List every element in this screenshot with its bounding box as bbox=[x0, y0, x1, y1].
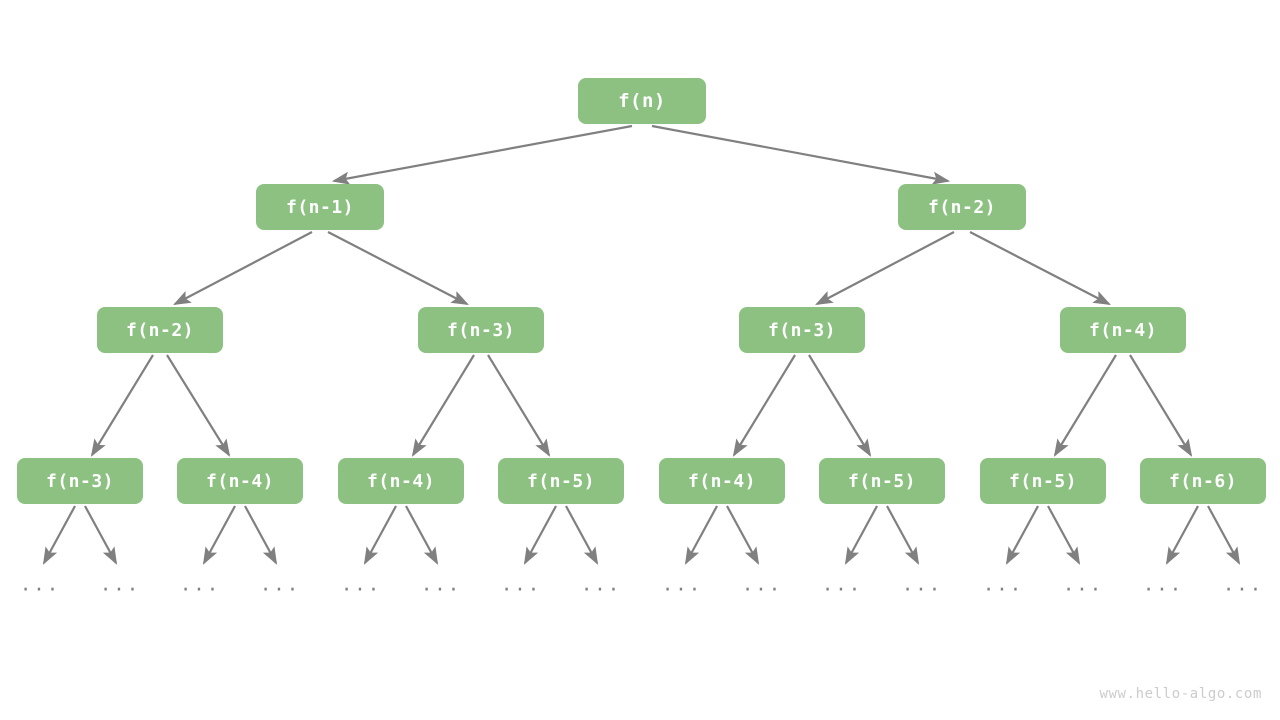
tree-edge bbox=[1005, 505, 1039, 565]
ellipsis-marker: ... bbox=[580, 573, 622, 596]
tree-edge bbox=[808, 354, 872, 457]
tree-edge bbox=[815, 231, 955, 306]
ellipsis-marker: ... bbox=[259, 573, 301, 596]
ellipsis-marker: ... bbox=[340, 573, 382, 596]
tree-edge bbox=[565, 505, 599, 565]
tree-edge bbox=[651, 124, 951, 185]
tree-edge bbox=[732, 354, 796, 457]
tree-node[interactable]: f(n-6) bbox=[1140, 458, 1266, 504]
tree-edge bbox=[84, 505, 118, 565]
ellipsis-marker: ... bbox=[179, 573, 221, 596]
ellipsis-marker: ... bbox=[901, 573, 943, 596]
tree-node[interactable]: f(n-4) bbox=[177, 458, 303, 504]
ellipsis-marker: ... bbox=[19, 573, 61, 596]
tree-node[interactable]: f(n-1) bbox=[256, 184, 384, 230]
tree-edge bbox=[487, 354, 551, 457]
tree-edge bbox=[42, 505, 76, 565]
tree-node[interactable]: f(n-3) bbox=[739, 307, 865, 353]
edges-group bbox=[42, 124, 1241, 565]
tree-node[interactable]: f(n-3) bbox=[418, 307, 544, 353]
tree-edge bbox=[90, 354, 154, 457]
tree-edge bbox=[1053, 354, 1117, 457]
tree-edge bbox=[327, 231, 469, 306]
tree-edge bbox=[1129, 354, 1193, 457]
ellipsis-marker: ... bbox=[741, 573, 783, 596]
tree-edge bbox=[166, 354, 231, 457]
tree-node[interactable]: f(n-5) bbox=[819, 458, 945, 504]
tree-edge bbox=[202, 505, 236, 565]
ellipsis-marker: ... bbox=[1222, 573, 1264, 596]
tree-edge bbox=[244, 505, 278, 565]
tree-node[interactable]: f(n-5) bbox=[980, 458, 1106, 504]
tree-edge bbox=[1207, 505, 1241, 565]
tree-node[interactable]: f(n-3) bbox=[17, 458, 143, 504]
tree-edge bbox=[844, 505, 878, 565]
tree-edge bbox=[969, 231, 1111, 306]
tree-edge bbox=[523, 505, 557, 565]
ellipsis-marker: ... bbox=[420, 573, 462, 596]
tree-edge bbox=[173, 231, 313, 306]
tree-edge bbox=[405, 505, 439, 565]
ellipsis-marker: ... bbox=[821, 573, 863, 596]
tree-edge bbox=[331, 124, 633, 185]
ellipsis-marker: ... bbox=[1142, 573, 1184, 596]
tree-node[interactable]: f(n-2) bbox=[97, 307, 223, 353]
watermark: www.hello-algo.com bbox=[1099, 686, 1262, 702]
tree-node[interactable]: f(n) bbox=[578, 78, 706, 124]
tree-node[interactable]: f(n-2) bbox=[898, 184, 1026, 230]
ellipsis-marker: ... bbox=[982, 573, 1024, 596]
ellipsis-marker: ... bbox=[661, 573, 703, 596]
tree-edge bbox=[726, 505, 760, 565]
tree-node[interactable]: f(n-4) bbox=[659, 458, 785, 504]
tree-edge bbox=[363, 505, 397, 565]
tree-node[interactable]: f(n-4) bbox=[1060, 307, 1186, 353]
tree-edge bbox=[1047, 505, 1081, 565]
tree-edge bbox=[886, 505, 920, 565]
tree-edge bbox=[411, 354, 475, 457]
tree-edge bbox=[684, 505, 718, 565]
ellipsis-marker: ... bbox=[1062, 573, 1104, 596]
ellipsis-marker: ... bbox=[500, 573, 542, 596]
ellipsis-marker: ... bbox=[99, 573, 141, 596]
tree-edge bbox=[1165, 505, 1199, 565]
tree-node[interactable]: f(n-5) bbox=[498, 458, 624, 504]
tree-node[interactable]: f(n-4) bbox=[338, 458, 464, 504]
